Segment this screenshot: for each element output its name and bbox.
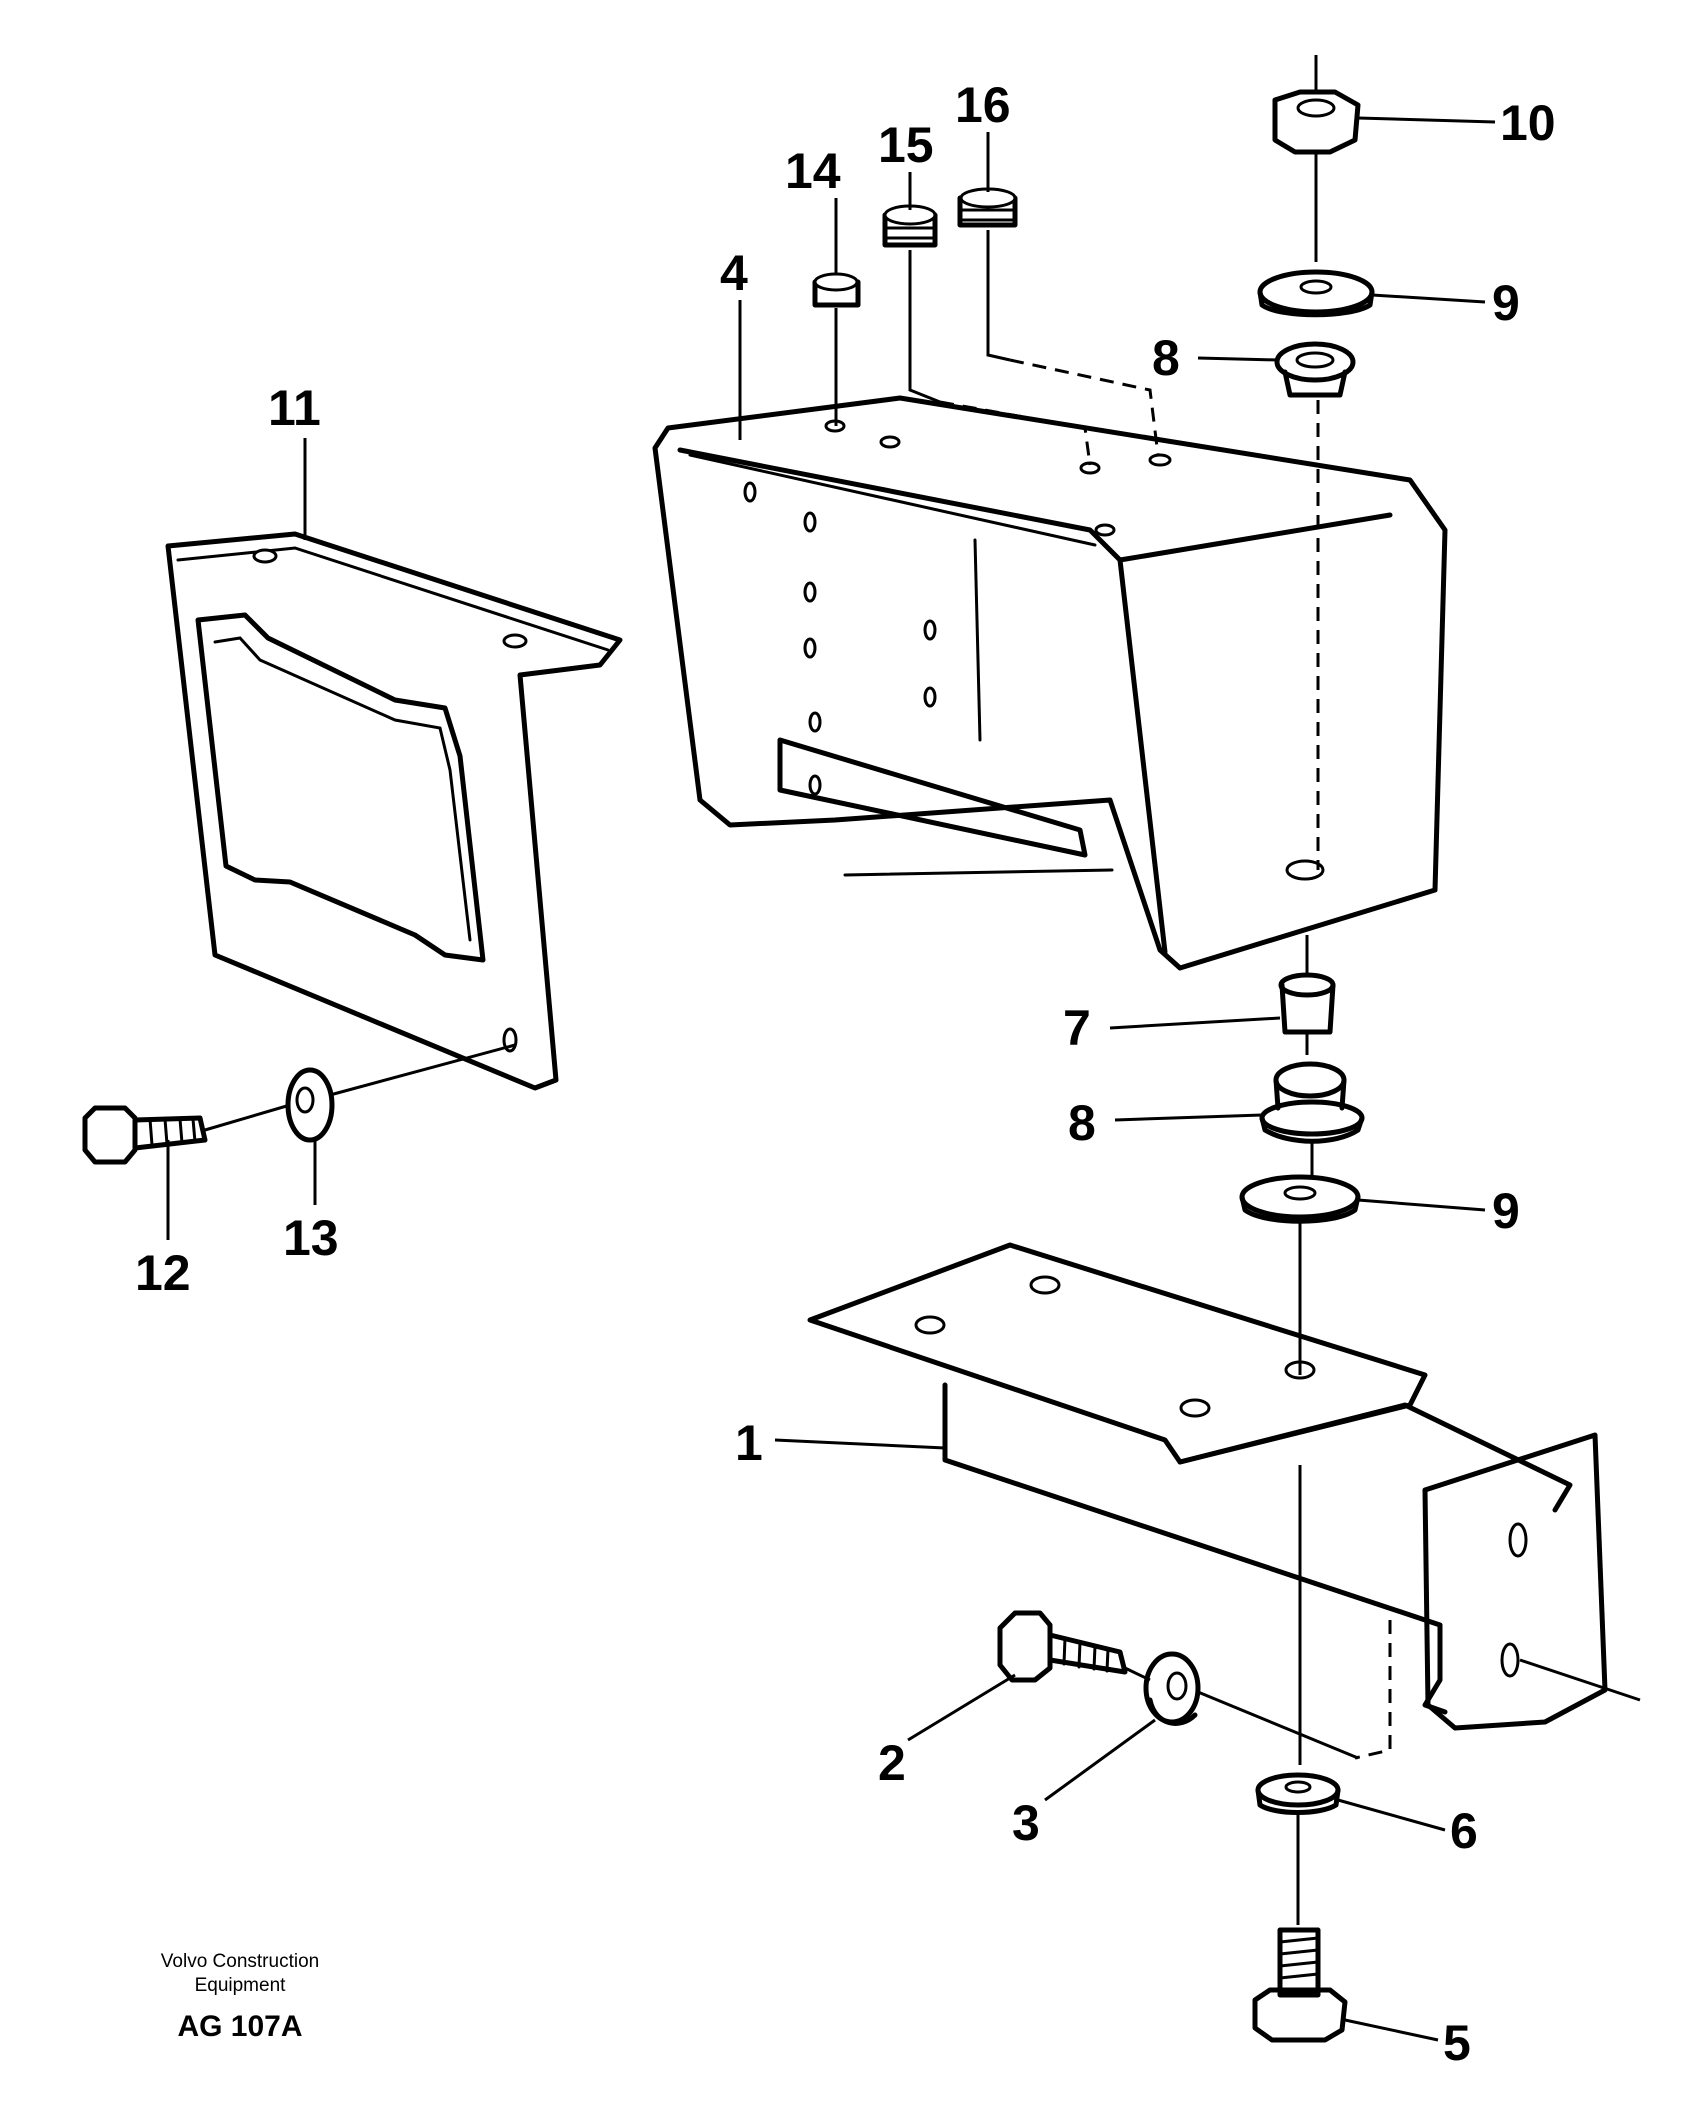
callout-13: 13 [283, 1140, 339, 1266]
callout-16-label: 16 [955, 77, 1011, 133]
callout-8-upper-label: 8 [1152, 330, 1180, 386]
nut-part-14 [812, 272, 861, 308]
callout-16: 16 [955, 77, 1011, 192]
callout-10-label: 10 [1500, 95, 1556, 151]
publisher-label: Volvo Construction Equipment [140, 1950, 340, 1998]
callout-8-lower-label: 8 [1068, 1095, 1096, 1151]
callout-12-label: 12 [135, 1245, 191, 1301]
callout-9-lower: 9 [1357, 1183, 1520, 1239]
callout-11: 11 [268, 380, 321, 540]
callout-4-label: 4 [720, 245, 748, 301]
callout-8-lower: 8 [1068, 1095, 1263, 1151]
callout-9-lower-label: 9 [1492, 1183, 1520, 1239]
callout-2-label: 2 [878, 1735, 906, 1791]
callout-7-label: 7 [1063, 1000, 1091, 1056]
callout-14: 14 [785, 143, 841, 275]
bracket-plate-part-11 [165, 531, 623, 1091]
bolt-part-5 [1252, 1927, 1348, 2043]
callout-11-label: 11 [268, 380, 321, 436]
callout-3-label: 3 [1012, 1795, 1040, 1851]
nut-part-15 [882, 204, 938, 248]
callout-6-label: 6 [1450, 1803, 1478, 1859]
callout-2: 2 [878, 1673, 1016, 1791]
washer-part-9-upper [1257, 269, 1375, 318]
callout-3: 3 [1012, 1718, 1156, 1851]
washer-part-3 [1143, 1651, 1201, 1726]
drawing-code: AG 107A [177, 2010, 303, 2043]
publisher-line-2: Equipment [194, 1975, 286, 1996]
nut-part-16 [957, 187, 1018, 228]
callout-7: 7 [1063, 1000, 1281, 1056]
callout-15-label: 15 [878, 117, 934, 173]
callout-1-label: 1 [735, 1415, 763, 1471]
bushing-part-8-upper [1274, 341, 1356, 398]
washer-part-6 [1255, 1772, 1341, 1815]
base-bracket-part-1 [807, 1242, 1608, 1760]
bolt-part-12 [82, 1105, 208, 1165]
callout-5: 5 [1344, 2015, 1471, 2071]
spacer-part-7 [1278, 972, 1336, 1035]
washer-part-13 [285, 1067, 335, 1143]
bushing-part-8-lower [1259, 1061, 1365, 1144]
publisher-line-1: Volvo Construction [160, 1951, 320, 1972]
housing-part-4 [652, 395, 1448, 971]
callout-1: 1 [735, 1415, 946, 1471]
bolt-part-2 [997, 1610, 1128, 1683]
callout-14-label: 14 [785, 143, 841, 199]
callout-4: 4 [720, 245, 748, 440]
callout-10: 10 [1357, 95, 1556, 151]
callout-15: 15 [878, 117, 934, 210]
callout-9-upper: 9 [1371, 275, 1520, 331]
callout-6: 6 [1337, 1798, 1478, 1859]
callout-8-upper: 8 [1152, 330, 1279, 386]
callout-12: 12 [135, 1140, 191, 1301]
callout-5-label: 5 [1443, 2015, 1471, 2071]
callout-13-label: 13 [283, 1210, 339, 1266]
nut-part-10 [1272, 89, 1361, 155]
washer-part-9-lower [1239, 1174, 1361, 1224]
callout-9-upper-label: 9 [1492, 275, 1520, 331]
